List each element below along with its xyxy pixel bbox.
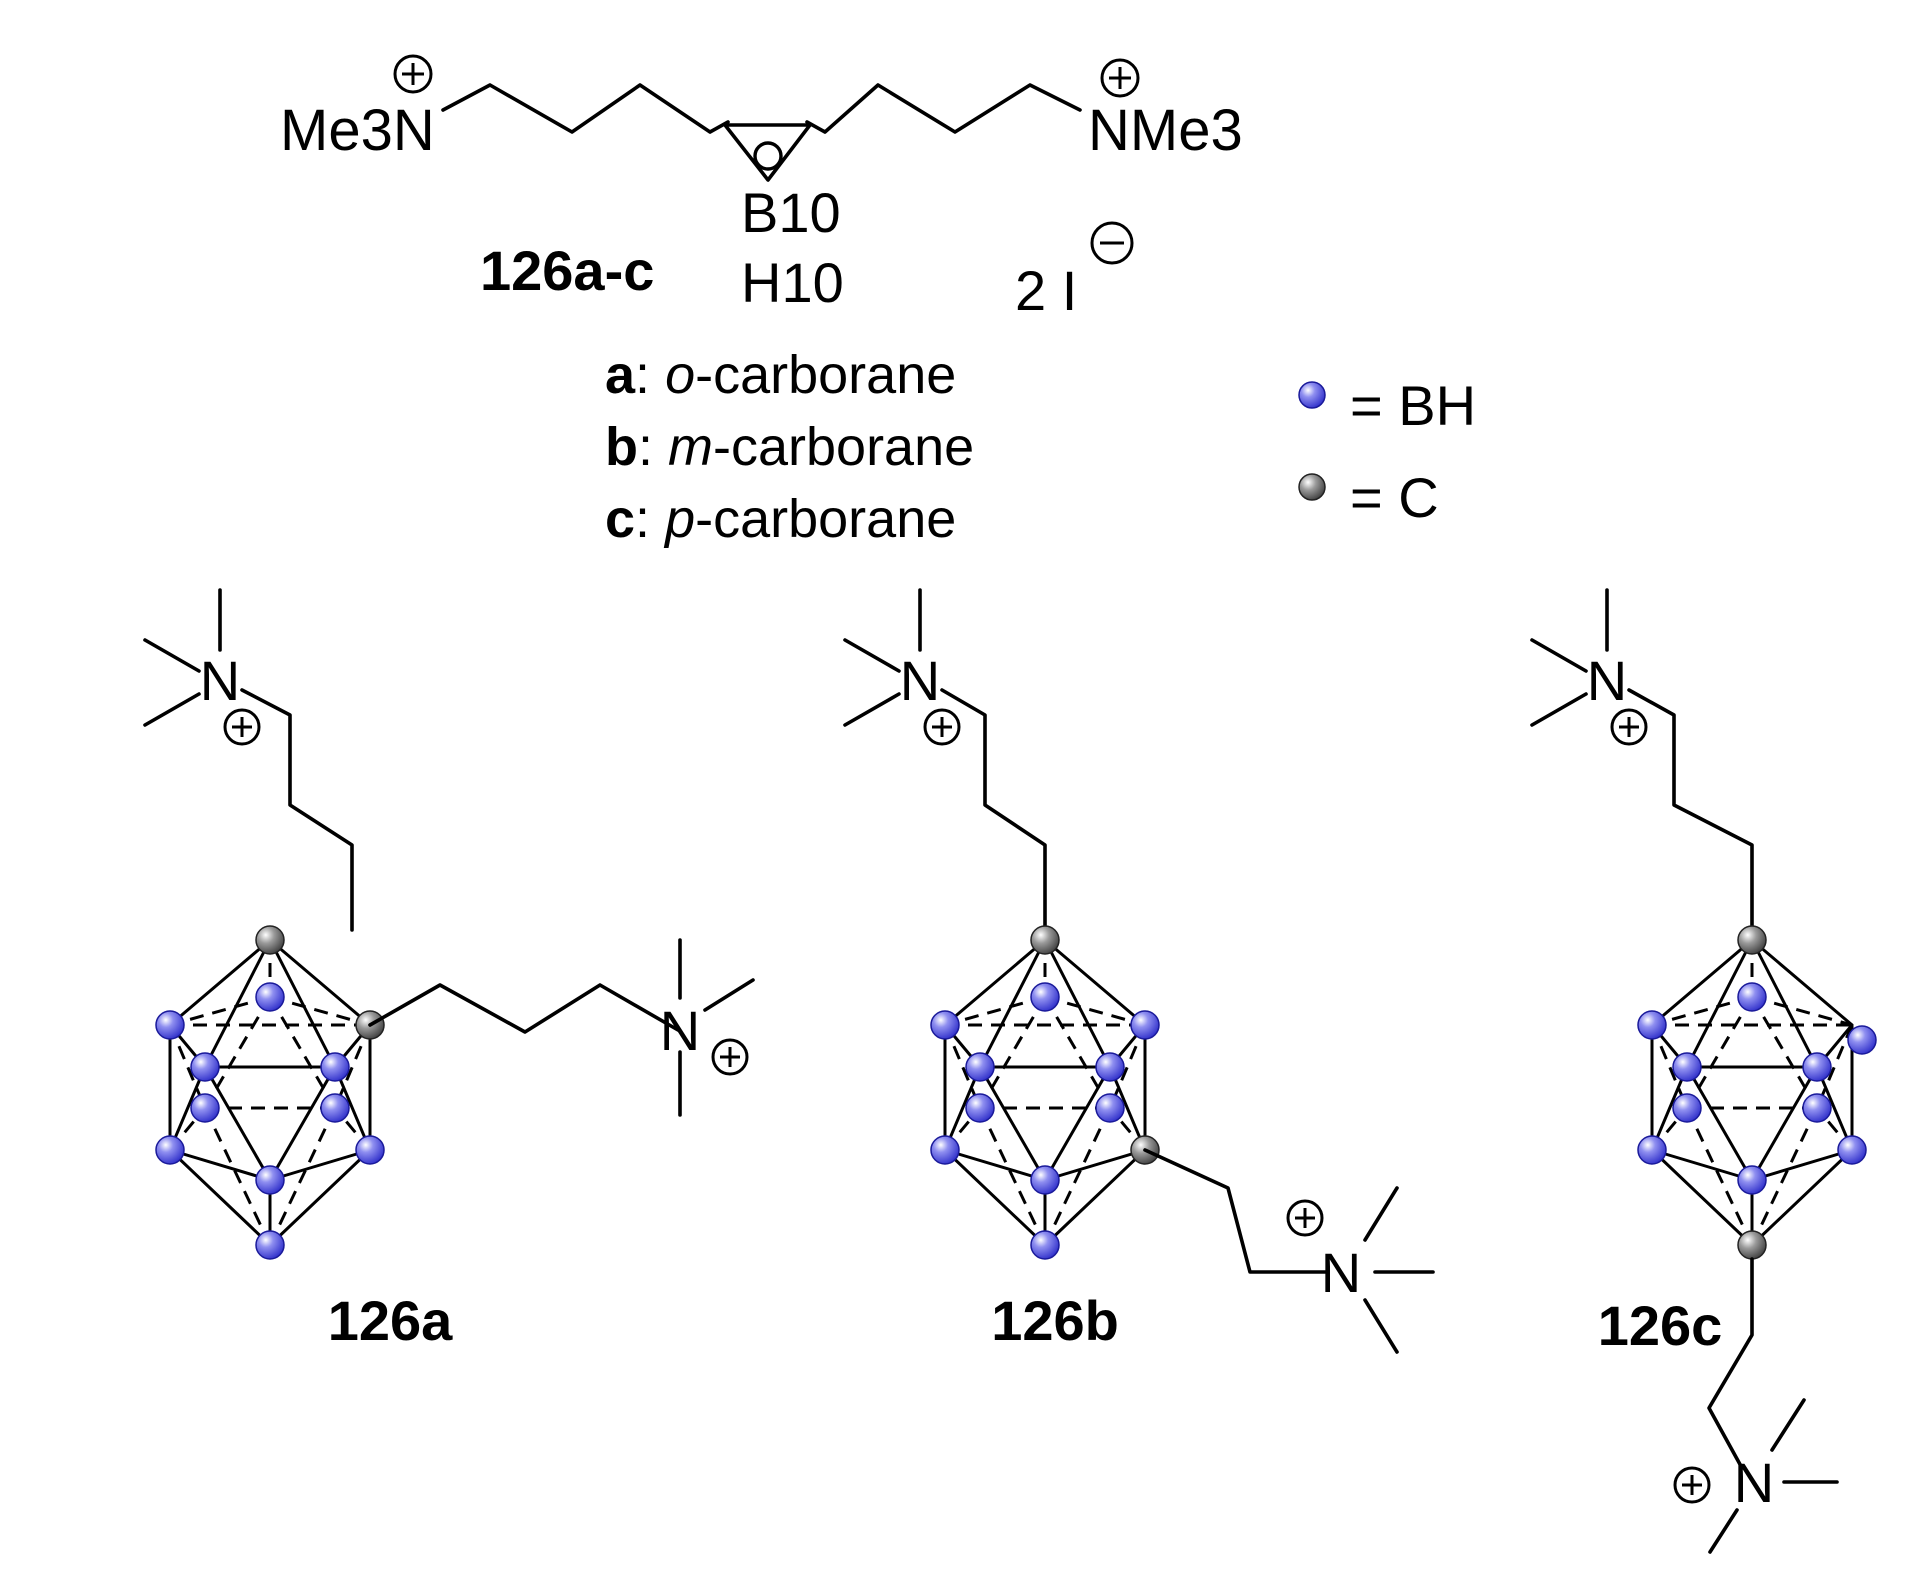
compound-label-126a-c: 126a-c <box>480 239 654 302</box>
boron-atom <box>930 1135 960 1165</box>
legend: = BH = C <box>1298 374 1476 529</box>
ammonium-top-b: N <box>843 588 1047 932</box>
boron-atom <box>320 1093 350 1123</box>
boron-atom <box>1837 1135 1867 1165</box>
boron-atom <box>1737 982 1767 1012</box>
boron-atom <box>1637 1010 1667 1040</box>
left-ammonium-label: Me3N <box>280 98 435 163</box>
structure-126a: N <box>143 588 755 1352</box>
ammonium-right-b: N <box>1143 1148 1435 1354</box>
carbon-atom <box>1030 925 1060 955</box>
carbon-atom <box>1737 925 1767 955</box>
legend-bh-sphere-icon <box>1298 381 1326 409</box>
nitrogen-label: N <box>1734 1451 1774 1514</box>
counterion-label: 2 I <box>1015 259 1077 322</box>
boron-atom <box>1095 1093 1125 1123</box>
boron-atom <box>255 1165 285 1195</box>
minus-icon <box>1090 221 1134 265</box>
carborane-cage-c <box>1637 925 1877 1260</box>
plus-icon <box>923 708 961 746</box>
boron-atom <box>1737 1165 1767 1195</box>
boron-atom <box>320 1052 350 1082</box>
boron-atom <box>1802 1093 1832 1123</box>
carbon-atom <box>255 925 285 955</box>
compound-label-126c: 126c <box>1598 1294 1723 1357</box>
boron-atom <box>355 1135 385 1165</box>
carborane-cage-a <box>155 925 385 1260</box>
compound-label-126a: 126a <box>328 1289 453 1352</box>
plus-icon <box>1286 1199 1324 1237</box>
plus-icon <box>1673 1466 1711 1504</box>
boron-atom <box>1637 1135 1667 1165</box>
boron-atom <box>1030 1230 1060 1260</box>
boron-atom <box>155 1135 185 1165</box>
variant-c: c: p-carborane <box>605 489 956 549</box>
right-plus-icon <box>1100 58 1140 98</box>
boron-atom <box>190 1052 220 1082</box>
boron-atom <box>930 1010 960 1040</box>
boron-atom <box>1802 1052 1832 1082</box>
legend-c-label: = C <box>1350 466 1439 529</box>
boron-atom <box>190 1093 220 1123</box>
ammonium-top-c: N <box>1530 588 1754 932</box>
boron-atom <box>1130 1010 1160 1040</box>
ammonium-top-a: N <box>143 588 354 932</box>
boron-atom <box>1672 1093 1702 1123</box>
carbon-atom <box>1737 1230 1767 1260</box>
cage-ring <box>753 141 783 171</box>
boron-atom <box>1095 1052 1125 1082</box>
cage-triangle <box>723 123 812 182</box>
left-plus-icon <box>393 54 433 94</box>
plus-icon <box>1610 708 1648 746</box>
plus-icon <box>223 708 261 746</box>
nitrogen-label: N <box>660 999 700 1062</box>
boron-atom <box>965 1052 995 1082</box>
legend-c-sphere-icon <box>1298 473 1326 501</box>
carborane-cage-b <box>930 925 1160 1260</box>
boron-atom <box>1030 982 1060 1012</box>
variant-a: a: o-carborane <box>605 345 956 405</box>
cage-hydrogen-label: H10 <box>741 251 844 314</box>
structure-126b: N <box>843 588 1435 1354</box>
nitrogen-label: N <box>1587 649 1627 712</box>
plus-icon <box>711 1038 749 1076</box>
boron-atom <box>965 1093 995 1123</box>
nitrogen-label: N <box>1321 1241 1361 1304</box>
boron-atom <box>1847 1025 1877 1055</box>
boron-atom <box>1672 1052 1702 1082</box>
top-scheme: Me3N NMe3 B10 H10 126a-c 2 I <box>280 54 1243 322</box>
legend-bh-label: = BH <box>1350 374 1476 437</box>
nitrogen-label: N <box>900 649 940 712</box>
boron-atom <box>255 1230 285 1260</box>
boron-atom <box>255 982 285 1012</box>
nitrogen-label: N <box>200 649 240 712</box>
structure-126c: N <box>1530 588 1877 1554</box>
compound-label-126b: 126b <box>991 1289 1119 1352</box>
right-ammonium-label: NMe3 <box>1088 98 1243 163</box>
variant-b: b: m-carborane <box>605 417 974 477</box>
variant-list: a: o-carborane b: m-carborane c: p-carbo… <box>605 345 974 549</box>
cage-boron-label: B10 <box>741 181 841 244</box>
boron-atom <box>155 1010 185 1040</box>
ammonium-bottom-c: N <box>1673 1257 1839 1554</box>
ammonium-right-a: N <box>368 938 755 1117</box>
boron-atom <box>1030 1165 1060 1195</box>
